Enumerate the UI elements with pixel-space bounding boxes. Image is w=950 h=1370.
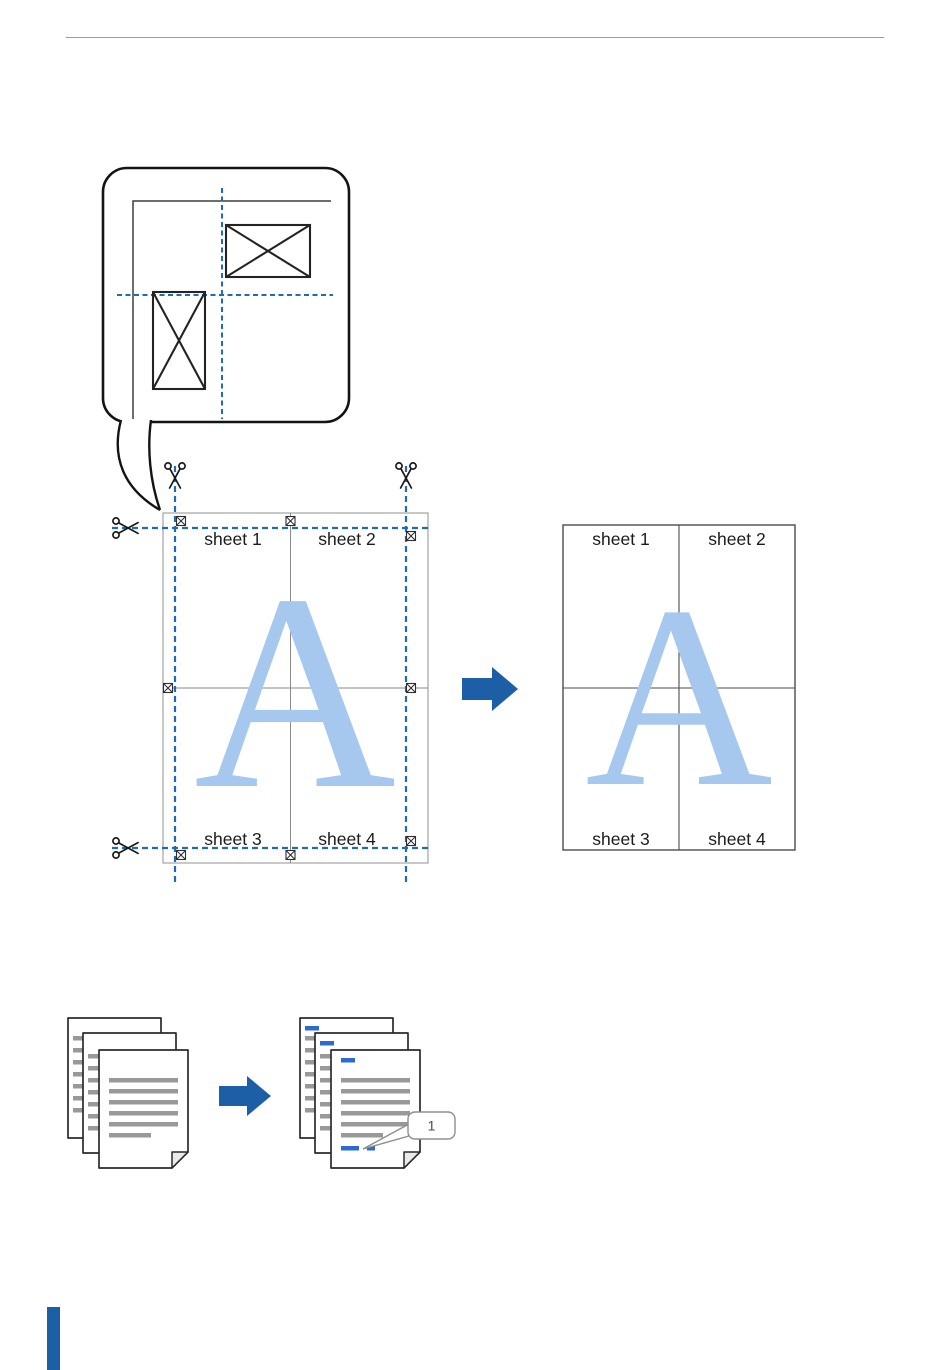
sheet-label-1: sheet 1: [592, 529, 649, 549]
page-number-mark-footer: [341, 1146, 359, 1151]
callout-bubble: [101, 166, 351, 424]
page-number-callout: 1: [362, 1111, 456, 1150]
sheet-label-2: sheet 2: [318, 529, 375, 549]
page-corner-line: [132, 200, 331, 419]
sheet-label-4: sheet 4: [708, 829, 766, 849]
side-tab: [47, 1307, 60, 1370]
numbered-pages-stack: [299, 1017, 421, 1169]
text-line: [109, 1122, 178, 1127]
page-number-mark: [341, 1058, 355, 1063]
registration-mark-6: [175, 849, 187, 861]
document-page-front: [98, 1049, 189, 1169]
callout-balloon: [407, 1111, 456, 1140]
text-line: [109, 1111, 178, 1116]
callout-tail-edge-outer: [116, 419, 161, 512]
text-line: [341, 1122, 410, 1127]
registration-mark-2: [285, 515, 296, 527]
registration-mark-8: [405, 835, 417, 847]
sheet-label-2: sheet 2: [708, 529, 765, 549]
plain-pages-stack: [67, 1017, 189, 1169]
callout-tail-fill: [117, 416, 160, 510]
page-number-badge: 1: [428, 1118, 436, 1134]
poster-letter: A: [194, 536, 396, 847]
alignment-mark-side: [151, 290, 207, 391]
text-line: [109, 1133, 151, 1138]
crop-marks-callout: [101, 166, 351, 512]
registration-mark-4: [162, 682, 174, 694]
registration-mark-1: [175, 515, 187, 527]
sheet-label-3: sheet 3: [592, 829, 649, 849]
right-arrow-icon: [219, 1076, 271, 1116]
registration-mark-7: [285, 849, 296, 861]
document-page-front: [330, 1049, 421, 1169]
alignment-mark-top: [224, 223, 312, 279]
text-line: [341, 1078, 410, 1083]
text-line: [341, 1089, 410, 1094]
text-line: [341, 1133, 383, 1138]
page-number-mark: [305, 1026, 319, 1031]
registration-mark-5: [405, 682, 417, 694]
poster-print-figure: A sheet 1 sheet 2 sheet 3 sheet 4: [101, 166, 796, 884]
text-line: [109, 1089, 178, 1094]
dog-ear: [403, 1151, 421, 1169]
text-line: [341, 1111, 410, 1116]
right-arrow-icon: [462, 667, 518, 711]
callout-tail-edge-inner: [148, 419, 162, 511]
text-line: [109, 1100, 178, 1105]
sheet-label-1: sheet 1: [204, 529, 261, 549]
assembled-poster: A sheet 1 sheet 2 sheet 3 sheet 4: [562, 524, 796, 851]
text-line: [341, 1100, 410, 1105]
page-number-mark-footer-small: [367, 1146, 375, 1151]
page-number-mark: [320, 1041, 334, 1046]
sheet-label-3: sheet 3: [204, 829, 261, 849]
registration-mark-3: [405, 530, 417, 542]
text-line: [109, 1078, 178, 1083]
dog-ear: [171, 1151, 189, 1169]
sheet-label-4: sheet 4: [318, 829, 376, 849]
poster-letter: A: [585, 553, 773, 841]
page-numbering-figure: 1: [67, 1017, 456, 1169]
tiled-sheet: A sheet 1 sheet 2 sheet 3 sheet 4: [112, 462, 432, 884]
